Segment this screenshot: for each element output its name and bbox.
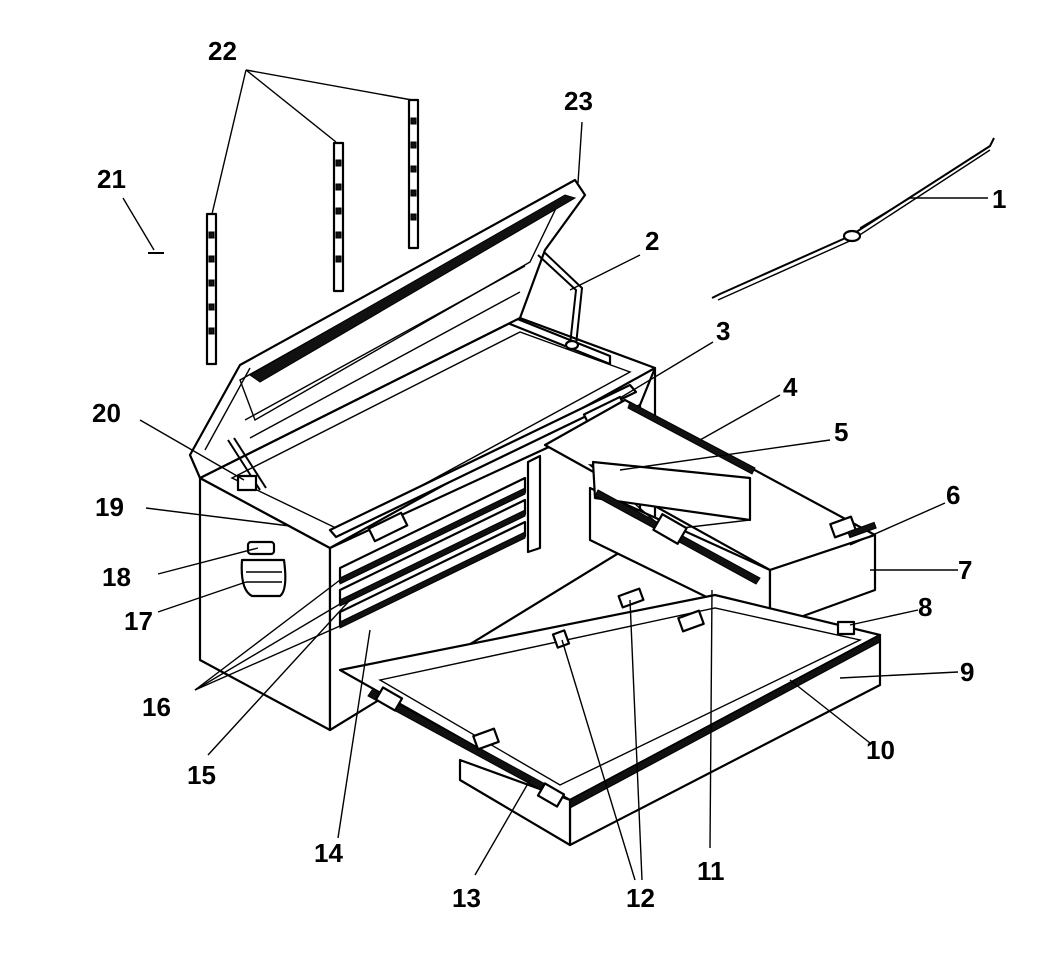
front-drawers [338,476,527,629]
callout-2: 2 [645,226,659,256]
callout-7: 7 [958,555,972,585]
callout-9: 9 [960,657,974,687]
lid-stay-rod [711,137,995,301]
lid-support-right [537,251,584,351]
callout-6: 6 [946,480,960,510]
callout-13: 13 [452,883,481,913]
leader-lines [122,69,988,881]
callout-8: 8 [918,592,932,622]
callout-3: 3 [716,316,730,346]
lid-support-left [227,437,267,492]
hinge-strip-middle [332,141,345,293]
callout-18: 18 [102,562,131,592]
callout-16: 16 [142,692,171,722]
callout-4: 4 [783,372,798,402]
callout-1: 1 [992,184,1006,214]
side-handle [240,540,287,598]
callout-21: 21 [97,164,126,194]
callout-11: 11 [697,856,725,886]
hinge-strip-right [407,98,420,250]
callout-19: 19 [95,492,124,522]
upper-drawer [543,398,877,630]
callout-17: 17 [124,606,153,636]
chest-lid [188,178,587,480]
callout-15: 15 [187,760,216,790]
callout-10: 10 [866,735,895,765]
callout-5: 5 [834,417,848,447]
callout-22: 22 [208,36,237,66]
callout-12: 12 [626,883,655,913]
callout-20: 20 [92,398,121,428]
callout-14: 14 [314,838,343,868]
callout-23: 23 [564,86,593,116]
lower-drawer [338,587,882,847]
callout-labels: 1 2 3 4 5 6 7 8 9 10 11 12 13 14 15 16 1… [92,36,1006,913]
hinge-strip-left [205,212,218,366]
